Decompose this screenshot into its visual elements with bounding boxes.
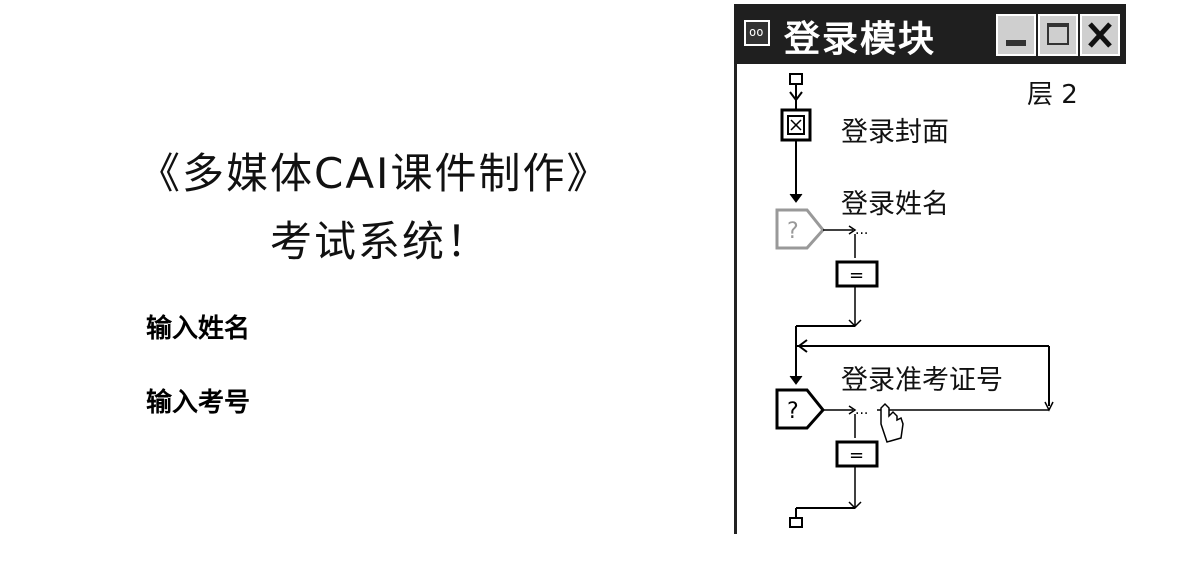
icon-label-name[interactable]: 登录姓名	[841, 189, 949, 220]
flowline-diagram: ? ... = ?	[775, 73, 1054, 528]
window-titlebar[interactable]: oo 登录模块	[734, 4, 1126, 64]
flowline-area[interactable]: 层 2 ? ..	[734, 64, 1129, 534]
flowline-window[interactable]: oo 登录模块 层 2	[734, 0, 1129, 580]
close-icon	[1088, 22, 1112, 48]
svg-text:=: =	[849, 445, 864, 466]
svg-text:...: ...	[855, 222, 868, 238]
course-title-line1: 《多媒体CAI课件制作》	[138, 149, 611, 198]
start-flag-icon	[789, 73, 803, 102]
icon-label-id[interactable]: 登录准考证号	[841, 365, 1003, 396]
minimize-button[interactable]	[996, 14, 1036, 56]
window-title: 登录模块	[784, 19, 937, 60]
interaction-icon-name[interactable]: ?	[775, 208, 825, 250]
stop-flag-icon	[789, 508, 803, 528]
name-input-label: 输入姓名	[146, 314, 251, 344]
close-button[interactable]	[1080, 14, 1120, 56]
window-map-icon: oo	[744, 20, 770, 46]
course-title-line2: 考试系统！	[270, 217, 491, 266]
id-input-label: 输入考号	[146, 388, 251, 418]
display-icon[interactable]	[780, 108, 812, 142]
svg-text:=: =	[849, 265, 864, 286]
svg-text:?: ?	[787, 219, 799, 244]
calc-icon-id[interactable]: =	[835, 440, 879, 468]
maximize-button[interactable]	[1038, 14, 1078, 56]
maximize-icon	[1047, 23, 1069, 45]
calc-icon-name[interactable]: =	[835, 260, 879, 288]
interaction-icon-id[interactable]: ?	[775, 388, 825, 430]
svg-text:...: ...	[855, 402, 868, 418]
svg-text:?: ?	[787, 399, 799, 424]
level-label: 层 2	[1027, 80, 1078, 110]
minimize-icon	[1006, 40, 1026, 46]
icon-label-cover[interactable]: 登录封面	[841, 117, 949, 148]
hand-pointer-icon	[880, 402, 904, 443]
